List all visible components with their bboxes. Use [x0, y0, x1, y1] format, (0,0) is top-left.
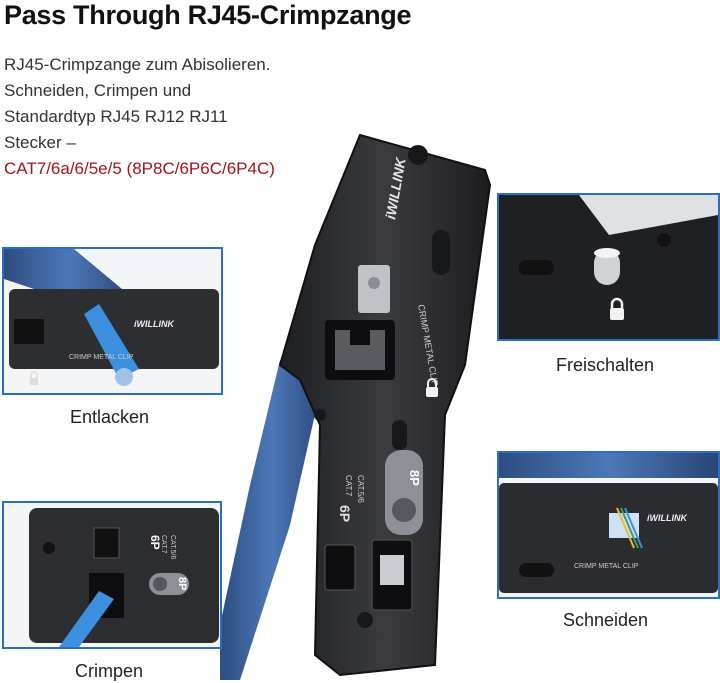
svg-text:iWILLINK: iWILLINK: [647, 513, 688, 523]
product-description: RJ45-Crimpzange zum Abisolieren. Schneid…: [4, 52, 334, 182]
caption-strip: Entlacken: [70, 407, 150, 427]
port-8p-label: 8P: [407, 470, 422, 486]
description-line: RJ45-Crimpzange zum Abisolieren.: [4, 55, 271, 74]
svg-text:6P: 6P: [148, 535, 162, 550]
svg-text:iWILLINK: iWILLINK: [134, 319, 175, 329]
caption-crimp: Crimpen: [75, 661, 144, 681]
svg-text:CRIMP METAL CLIP: CRIMP METAL CLIP: [69, 354, 134, 361]
caption-cut: Schneiden: [563, 610, 649, 630]
svg-text:CAT.7: CAT.7: [160, 535, 167, 554]
lock-icon: [30, 371, 38, 385]
description-line: Standardtyp RJ45 RJ12 RJ11: [4, 107, 228, 126]
description-line: Schneiden, Crimpen und: [4, 81, 192, 100]
svg-text:8P: 8P: [176, 577, 188, 590]
cat-7-label: CAT.7: [344, 475, 353, 497]
port-6p-label: 6P: [337, 505, 353, 522]
detail-panel-unlock: [497, 193, 720, 341]
detail-panel-cut: iWILLINK CRIMP METAL CLIP: [497, 451, 720, 599]
detail-panel-crimp: 6P CAT.7 CAT.5/6 8P: [2, 501, 222, 649]
lock-icon: [610, 297, 624, 320]
description-line: Stecker –: [4, 133, 76, 152]
lock-icon: [426, 378, 438, 397]
page-title: Pass Through RJ45-Crimpzange: [4, 0, 412, 30]
svg-text:CAT.5/6: CAT.5/6: [169, 535, 176, 559]
caption-unlock: Freischalten: [556, 355, 655, 375]
svg-text:CRIMP METAL CLIP: CRIMP METAL CLIP: [574, 563, 639, 570]
handle-grip: [220, 360, 325, 680]
detail-panel-strip: iWILLINK CRIMP METAL CLIP: [2, 247, 223, 395]
crimp-tool-image: iWILLINK CRIMP METAL CLIP 8P 6P CAT.5/6 …: [220, 125, 500, 680]
cat-56-label: CAT.5/6: [356, 475, 365, 503]
description-compat-line: CAT7/6a/6/5e/5 (8P8C/6P6C/6P4C): [4, 159, 275, 178]
